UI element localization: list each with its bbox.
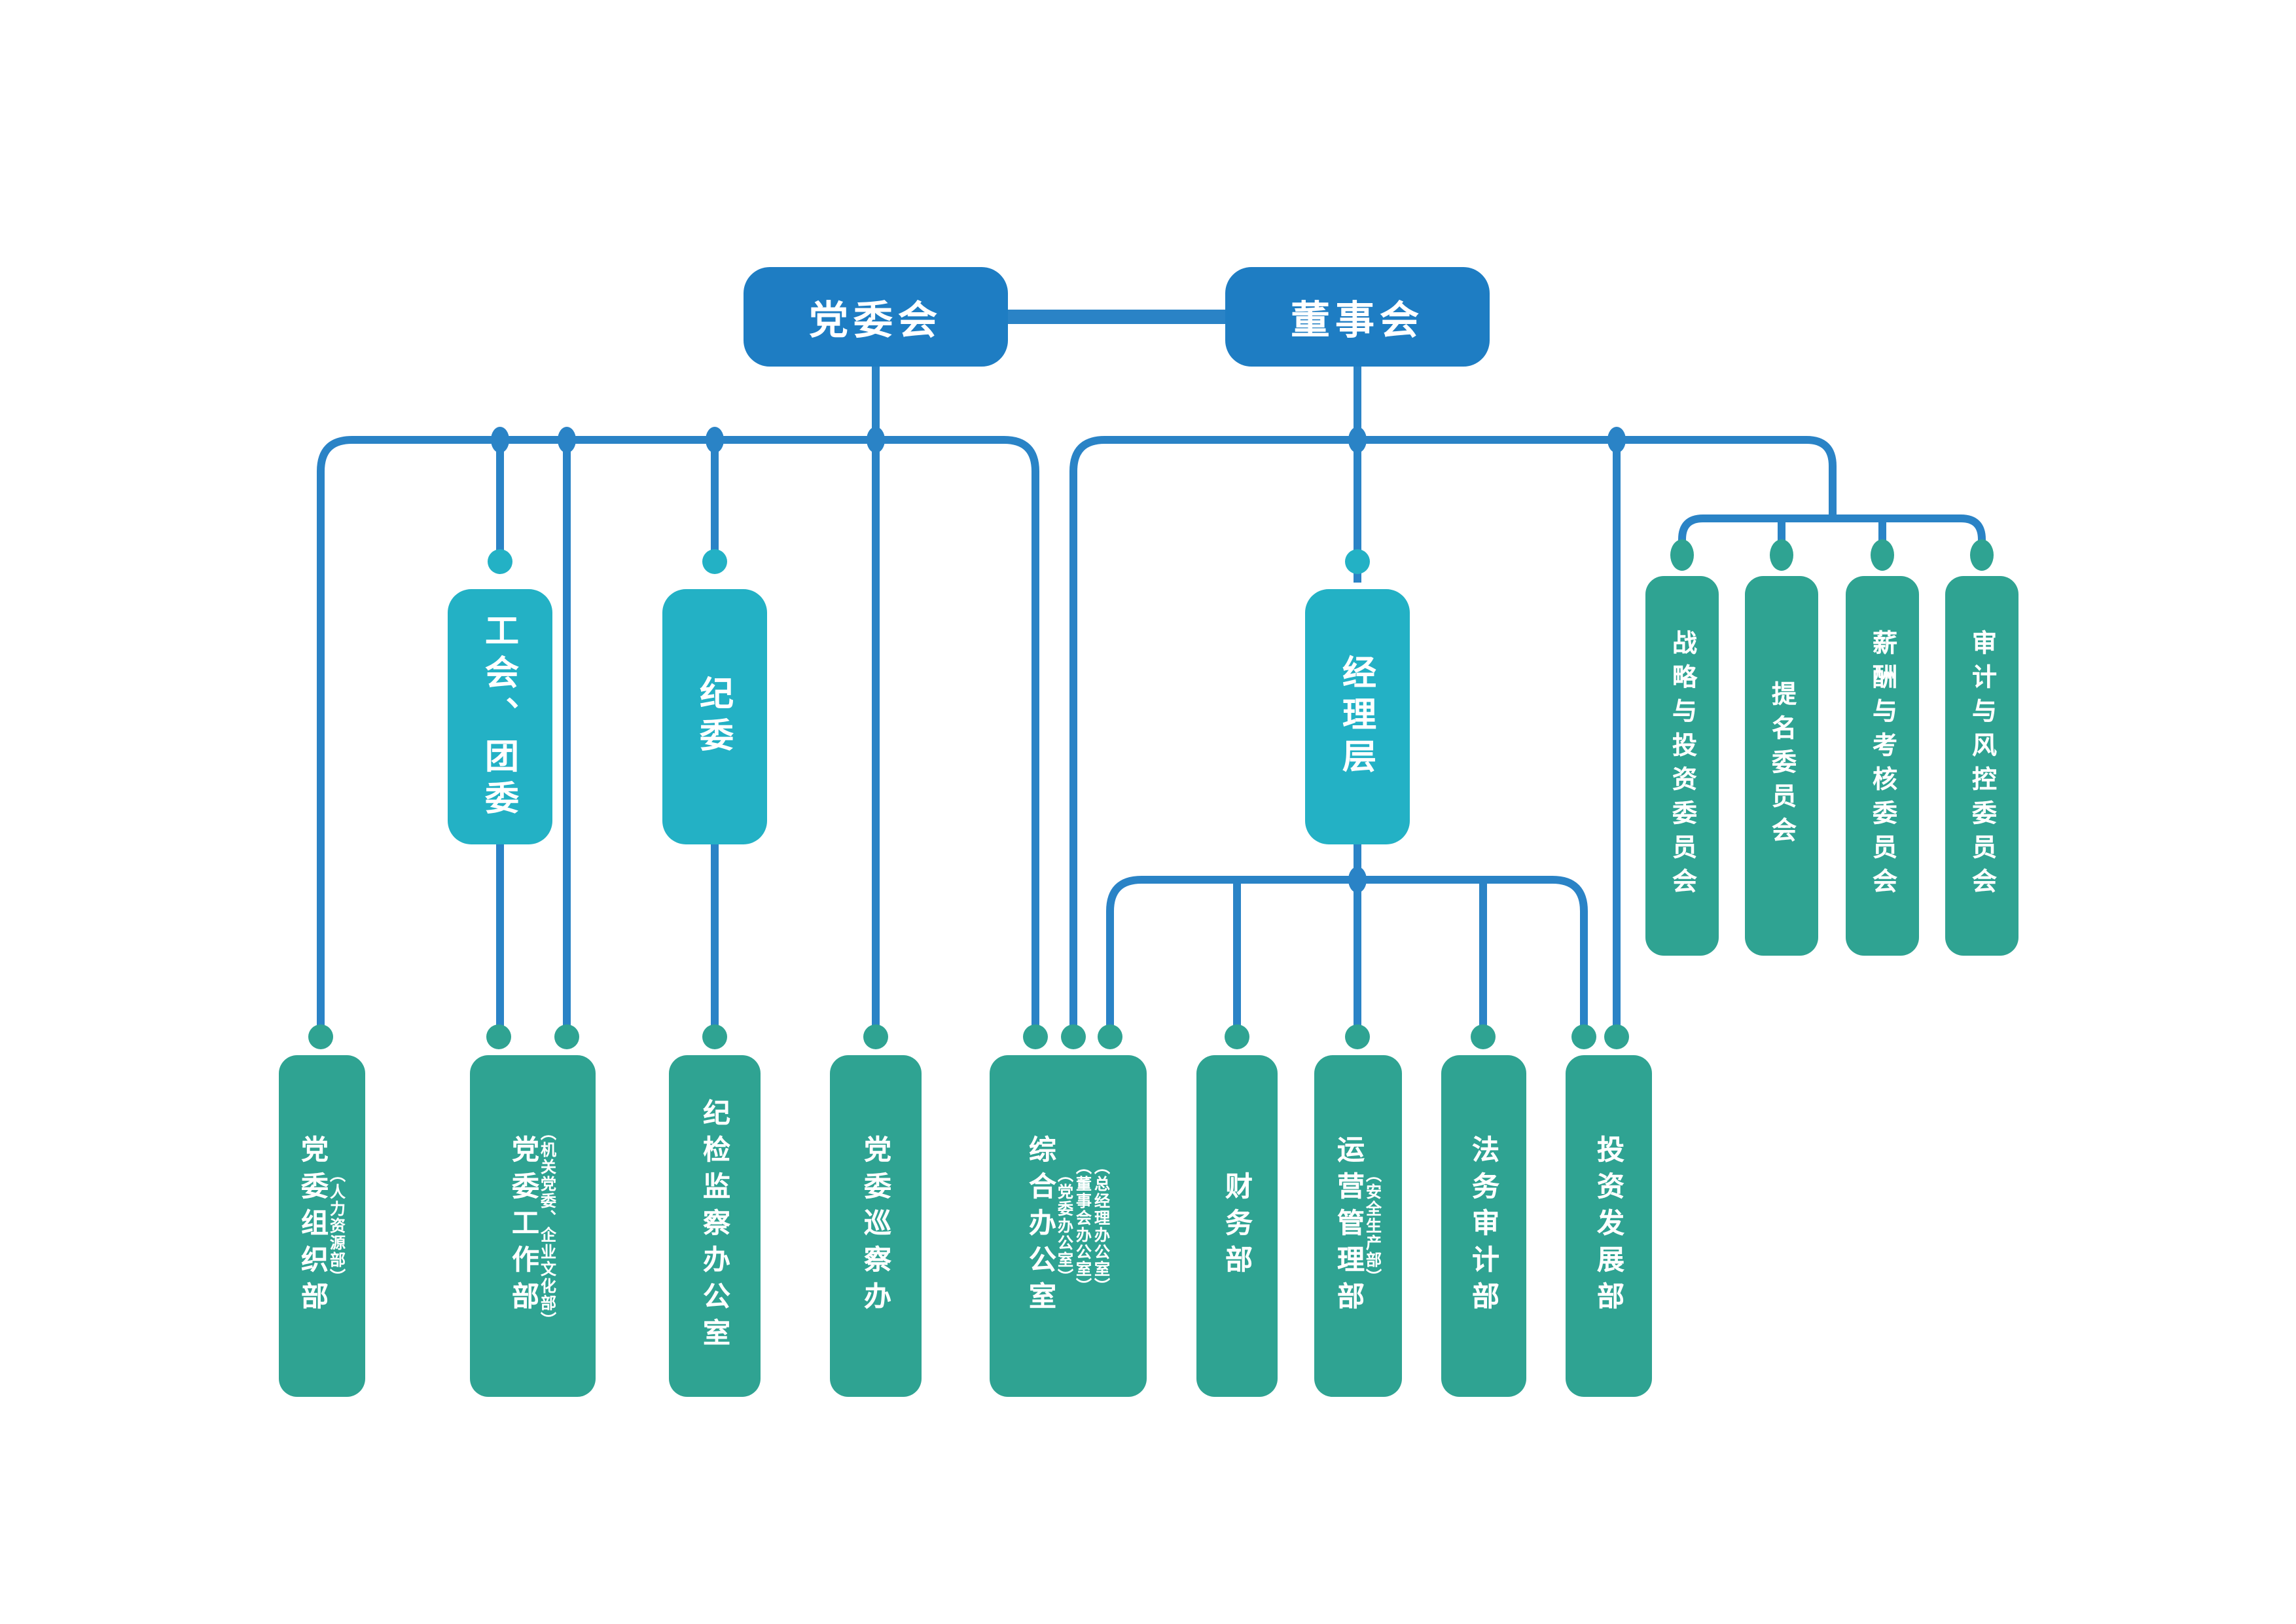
node-label: 党委会 <box>809 300 942 343</box>
node-audit-risk-committee[interactable]: 审计与风控委员会 <box>1945 576 2018 956</box>
node-label: 法务审计部 <box>1469 1134 1499 1318</box>
node-label: 党委巡察办 <box>861 1134 891 1318</box>
node-finance-dept[interactable]: 财务部 <box>1196 1055 1278 1397</box>
node-label: 投资发展部 <box>1594 1134 1624 1318</box>
node-label: 党委组织部 <box>298 1134 328 1318</box>
node-label: 财务部 <box>1222 1171 1252 1281</box>
node-label: 纪检监察办公室 <box>700 1098 730 1354</box>
node-label: 战略与投资委员会 <box>1668 630 1696 902</box>
node-party-committee[interactable]: 党委会 <box>744 267 1008 367</box>
node-operations-management-dept[interactable]: 运营管理部 （安全生产部） <box>1314 1055 1402 1397</box>
node-discipline-committee[interactable]: 纪委 <box>662 589 767 844</box>
node-nomination-committee[interactable]: 提名委员会 <box>1745 576 1818 956</box>
node-party-inspection-office[interactable]: 党委巡察办 <box>830 1055 922 1397</box>
node-investment-development-dept[interactable]: 投资发展部 <box>1566 1055 1652 1397</box>
node-legal-audit-dept[interactable]: 法务审计部 <box>1441 1055 1526 1397</box>
node-strategy-investment-committee[interactable]: 战略与投资委员会 <box>1645 576 1719 956</box>
node-general-office[interactable]: 综合办公室 （党委办公室） （董事会办公室） （总经理办公室） <box>990 1055 1147 1397</box>
node-sublabel: （总经理办公室） <box>1092 1158 1111 1294</box>
node-label: 审计与风控委员会 <box>1968 630 1996 902</box>
node-discipline-supervision-office[interactable]: 纪检监察办公室 <box>669 1055 761 1397</box>
node-label: 运营管理部 <box>1334 1134 1364 1318</box>
node-sublabel: （安全生产部） <box>1364 1166 1382 1286</box>
node-label: 纪委 <box>695 675 734 759</box>
node-compensation-assessment-committee[interactable]: 薪酬与考核委员会 <box>1846 576 1919 956</box>
node-party-organization-dept[interactable]: 党委组织部 （人力资源部） <box>279 1055 365 1397</box>
node-label: 薪酬与考核委员会 <box>1869 630 1896 902</box>
node-union-youth-league[interactable]: 工会、团委 <box>448 589 552 844</box>
node-label: 综合办公室 <box>1026 1134 1056 1318</box>
node-party-work-dept[interactable]: 党委工作部 （机关党委、企业文化部） <box>470 1055 596 1397</box>
node-management-level[interactable]: 经理层 <box>1305 589 1410 844</box>
node-label: 经理层 <box>1338 654 1377 780</box>
node-board-of-directors[interactable]: 董事会 <box>1225 267 1490 367</box>
node-sublabel: （党委办公室） <box>1056 1166 1074 1286</box>
node-sublabel: （机关党委、企业文化部） <box>539 1124 557 1328</box>
node-label: 提名委员会 <box>1768 681 1795 851</box>
node-sublabel: （董事会办公室） <box>1074 1158 1092 1294</box>
node-label: 工会、团委 <box>480 612 520 821</box>
node-label: 董事会 <box>1291 300 1424 343</box>
node-sublabel: （人力资源部） <box>328 1166 346 1286</box>
node-label: 党委工作部 <box>509 1134 539 1318</box>
